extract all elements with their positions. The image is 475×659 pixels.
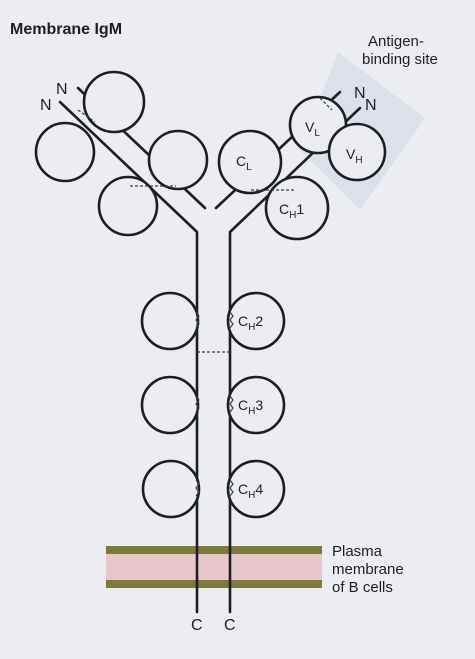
ch3-label: CH3 [238, 397, 263, 417]
left-ch2-domain [140, 291, 200, 351]
n-terminus-left-outer: N [40, 97, 52, 114]
vh-label: VH [346, 146, 363, 166]
right-ch3-domain [226, 375, 286, 435]
cl-label: CL [236, 153, 252, 173]
page-title: Membrane IgM [10, 21, 122, 38]
left-ch3-domain [140, 375, 200, 435]
membrane-label-line3: of B cells [332, 579, 393, 596]
right-ch4-domain [226, 459, 286, 519]
ch4-label: CH4 [238, 481, 263, 501]
disulfide-bond [77, 109, 96, 123]
intrachain-bond [195, 311, 200, 329]
c-terminus-right: C [224, 617, 236, 634]
membrane-label-line1: Plasma [332, 543, 383, 560]
left-vl-domain [82, 70, 146, 134]
intrachain-bond [229, 311, 234, 329]
left-ch4-domain [141, 459, 201, 519]
intrachain-bond [195, 395, 200, 413]
vl-label: VL [305, 119, 320, 139]
antigen-label-line1: Antigen- [368, 33, 424, 50]
left-vh-domain [34, 121, 96, 183]
ch1-label: CH1 [279, 201, 304, 221]
membrane-label-line2: membrane [332, 561, 404, 578]
n-terminus-right-outer: N [365, 97, 377, 114]
right-cl-domain [217, 129, 283, 195]
ch2-label: CH2 [238, 313, 263, 333]
right-vh-domain [327, 122, 387, 182]
intrachain-bond [195, 479, 200, 497]
right-ch2-domain [226, 291, 286, 351]
c-terminus-left: C [191, 617, 203, 634]
intrachain-bond [229, 479, 234, 497]
plasma-membrane [106, 546, 322, 588]
left-cl-domain [147, 129, 209, 191]
disulfide-bond [319, 97, 333, 111]
right-ch1-domain [264, 175, 330, 241]
n-terminus-right-inner: N [354, 85, 366, 102]
left-ch1-domain [97, 175, 159, 237]
antigen-label-line2: binding site [362, 51, 438, 68]
n-terminus-left-inner: N [56, 81, 68, 98]
intrachain-bond [229, 395, 234, 413]
